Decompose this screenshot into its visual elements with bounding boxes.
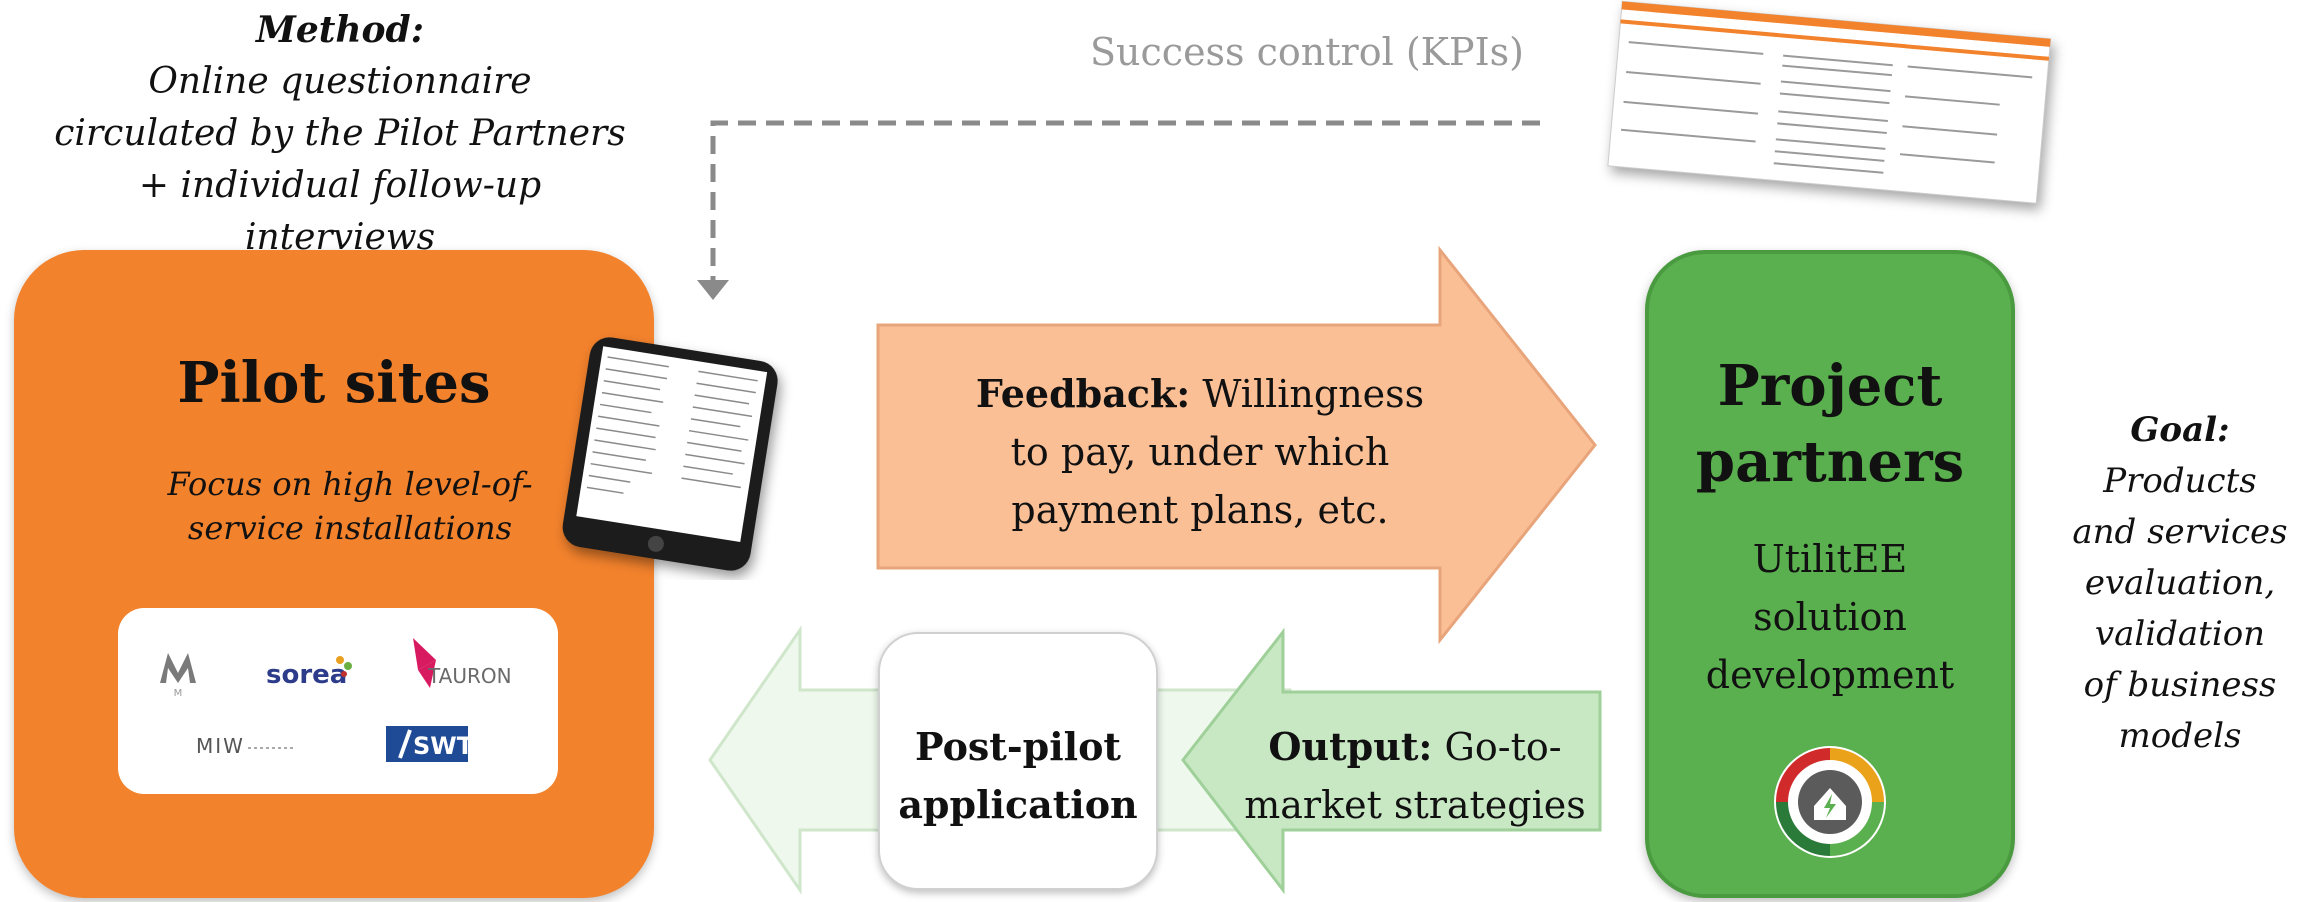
postpilot-box <box>878 632 1158 890</box>
pilot-focus-text: Focus on high level-of- service installa… <box>150 462 550 550</box>
output-line-2: market strategies <box>1244 783 1586 827</box>
feedback-text: Feedback: Willingness to pay, under whic… <box>920 365 1480 539</box>
method-line-2: circulated by the Pilot Partners <box>54 113 626 154</box>
goal-line-3: evaluation, <box>2084 563 2276 603</box>
goal-title: Goal: <box>2130 410 2230 450</box>
kpi-label: Success control (KPIs) <box>1090 30 1524 74</box>
feedback-arrow <box>876 245 1597 645</box>
postpilot-text: Post-pilot application <box>878 718 1158 834</box>
output-line-1-rest: Go-to- <box>1432 725 1562 769</box>
goal-line-2: and services <box>2072 512 2288 552</box>
kpi-dashed-connector <box>710 120 1540 282</box>
utilitee-logo-icon <box>1774 746 1886 858</box>
output-line-1: Output: Go-to- <box>1230 718 1600 776</box>
project-subtitle: UtilitEE solution development <box>1645 530 2015 704</box>
method-line-1: Online questionnaire <box>148 61 532 102</box>
feedback-line-2: to pay, under which <box>1010 430 1390 474</box>
svg-text:SWT: SWT <box>413 732 474 760</box>
feedback-line-1: Feedback: Willingness <box>920 365 1480 423</box>
swt-logo-icon: SWT <box>386 726 474 762</box>
project-sub-line-2: solution <box>1753 595 1907 639</box>
partner-logo-panel: M sorea TAURON MIW SWT <box>118 608 558 794</box>
tauron-logo-icon: TAURON <box>413 638 512 688</box>
pilot-focus-line-2: service installations <box>187 509 513 547</box>
goal-line-1: Products <box>2103 461 2257 501</box>
feedback-label: Feedback: <box>975 371 1191 416</box>
dashed-arrowhead-icon <box>697 280 729 300</box>
project-title-line-2: partners <box>1695 429 1965 495</box>
pilot-sites-title: Pilot sites <box>177 350 491 416</box>
miw-logo-icon: MIW <box>196 734 293 758</box>
svg-text:M: M <box>174 688 183 699</box>
goal-line-6: models <box>2118 716 2242 756</box>
kpi-document-icon <box>1607 0 2052 204</box>
goal-line-4: validation <box>2094 614 2266 654</box>
postpilot-line-1: Post-pilot <box>915 724 1121 769</box>
output-text: Output: Go-to- market strategies <box>1230 718 1600 834</box>
method-title: Method: <box>255 9 425 51</box>
project-partners-title: Project partners <box>1645 348 2015 500</box>
m-logo-icon: M <box>160 653 196 699</box>
svg-text:MIW: MIW <box>196 734 245 758</box>
output-label: Output: <box>1268 724 1433 769</box>
project-sub-line-3: development <box>1705 653 1955 697</box>
postpilot-line-2: application <box>898 782 1138 827</box>
feedback-line-1-rest: Willingness <box>1190 372 1425 416</box>
pilot-focus-line-1: Focus on high level-of- <box>167 465 533 503</box>
project-title-line-1: Project <box>1717 353 1943 419</box>
partner-logos: M sorea TAURON MIW SWT <box>160 638 512 762</box>
svg-text:sorea: sorea <box>266 660 347 690</box>
goal-text: Goal: Products and services evaluation, … <box>2060 405 2300 762</box>
tablet-questionnaire-icon <box>562 337 778 571</box>
output-arrow <box>1181 627 1602 895</box>
feedback-line-3: payment plans, etc. <box>1011 488 1389 532</box>
project-sub-line-1: UtilitEE <box>1752 537 1908 581</box>
svg-text:TAURON: TAURON <box>427 664 512 688</box>
goal-line-5: of business <box>2083 665 2277 705</box>
sorea-logo-icon: sorea <box>266 656 352 690</box>
